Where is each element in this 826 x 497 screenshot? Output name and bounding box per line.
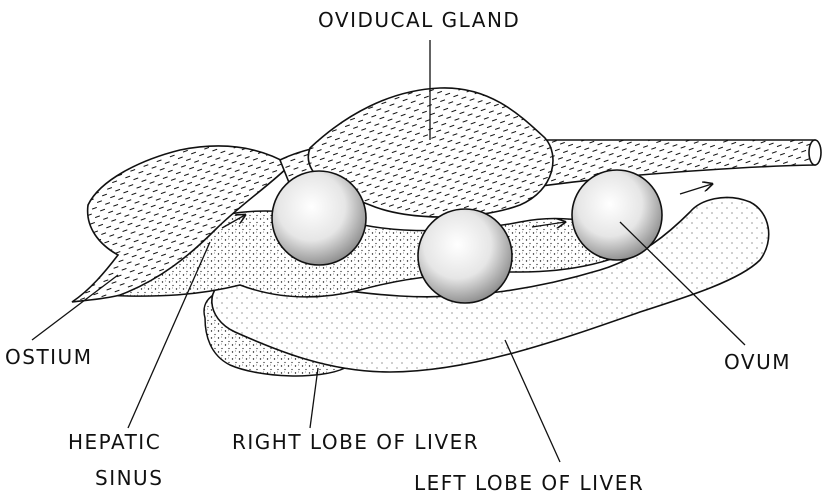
label-ostium: OSTIUM xyxy=(5,347,92,367)
ovum-middle xyxy=(418,209,512,303)
label-oviducal-gland: OVIDUCAL GLAND xyxy=(318,10,520,30)
label-ovum: OVUM xyxy=(724,352,791,372)
ovum-right xyxy=(572,170,662,260)
leader-right-lobe xyxy=(310,368,318,428)
label-right-lobe-of-liver: RIGHT LOBE OF LIVER xyxy=(232,432,479,452)
leader-left-lobe xyxy=(505,340,560,462)
label-left-lobe-of-liver: LEFT LOBE OF LIVER xyxy=(414,473,644,493)
label-hepatic-sinus-line2: SINUS xyxy=(95,468,163,488)
label-hepatic-sinus-line1: HEPATIC xyxy=(68,432,161,452)
ovum-left xyxy=(272,171,366,265)
flow-arrow xyxy=(680,184,712,194)
leader-ostium xyxy=(32,275,118,340)
